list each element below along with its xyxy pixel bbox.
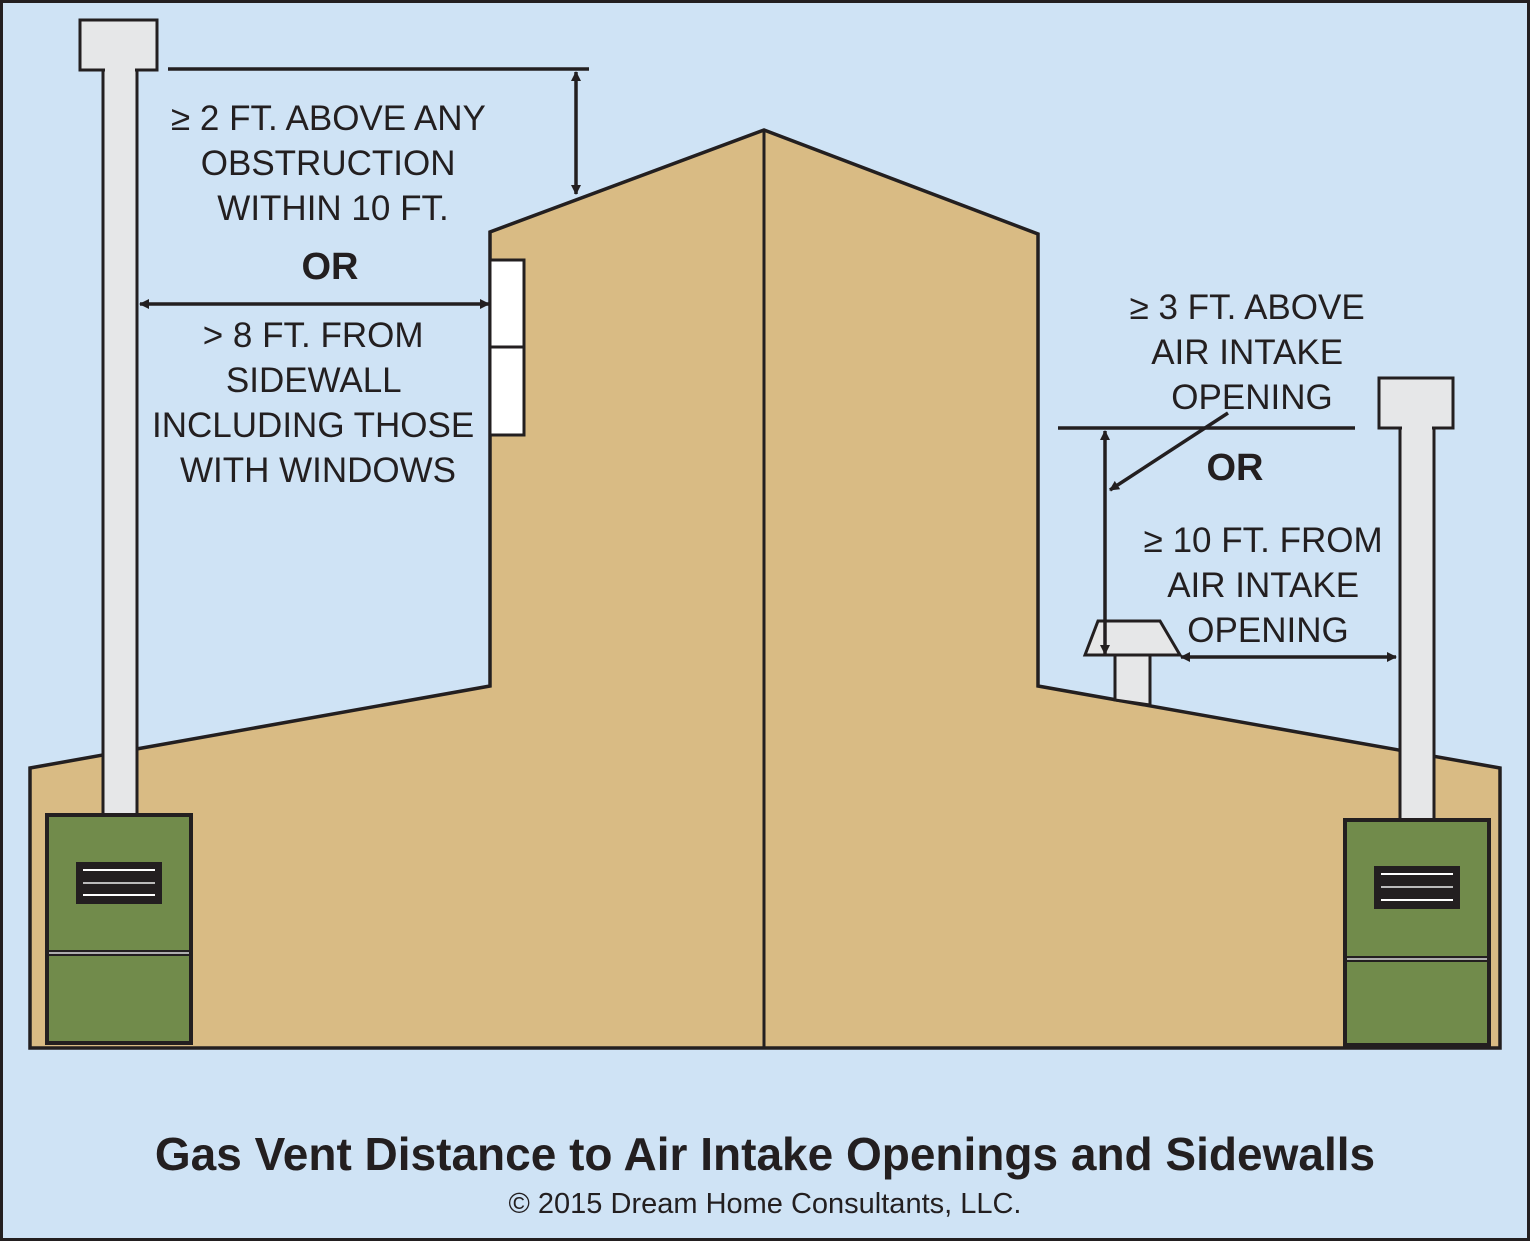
label-line: WITHIN 10 FT. [217, 189, 448, 228]
diagram-title: Gas Vent Distance to Air Intake Openings… [155, 1128, 1375, 1180]
label-line: OPENING [1187, 611, 1348, 650]
label-line: OPENING [1171, 378, 1332, 417]
left-option-b-label: > 8 FT. FROM SIDEWALL INCLUDING THOSE WI… [152, 316, 484, 490]
label-line: ≥ 3 FT. ABOVE [1130, 288, 1365, 327]
right-furnace [1343, 818, 1491, 1047]
label-line: AIR INTAKE [1151, 333, 1343, 372]
label-line: > 8 FT. FROM [203, 316, 424, 355]
leader-arrow [1109, 411, 1229, 492]
left-gas-vent [78, 18, 159, 820]
right-or-label: OR [1207, 447, 1264, 489]
label-line: WITH WINDOWS [180, 451, 456, 490]
label-line: ≥ 2 FT. ABOVE ANY [171, 99, 486, 138]
sidewall-window [488, 258, 526, 437]
left-furnace [45, 813, 193, 1045]
label-line: OBSTRUCTION [201, 144, 456, 183]
right-option-b-label: ≥ 10 FT. FROM AIR INTAKE OPENING [1144, 521, 1393, 650]
right-option-a-label: ≥ 3 FT. ABOVE AIR INTAKE OPENING [1130, 288, 1375, 417]
label-line: ≥ 10 FT. FROM [1144, 521, 1383, 560]
dimension-lines [139, 67, 1397, 662]
left-option-a-label: ≥ 2 FT. ABOVE ANY OBSTRUCTION WITHIN 10 … [171, 99, 495, 228]
left-or-label: OR [302, 246, 359, 288]
label-line: INCLUDING THOSE [152, 406, 474, 445]
right-gas-vent [1377, 376, 1455, 824]
copyright-notice: © 2015 Dream Home Consultants, LLC. [509, 1188, 1022, 1220]
label-line: AIR INTAKE [1167, 566, 1359, 605]
label-line: SIDEWALL [226, 361, 401, 400]
